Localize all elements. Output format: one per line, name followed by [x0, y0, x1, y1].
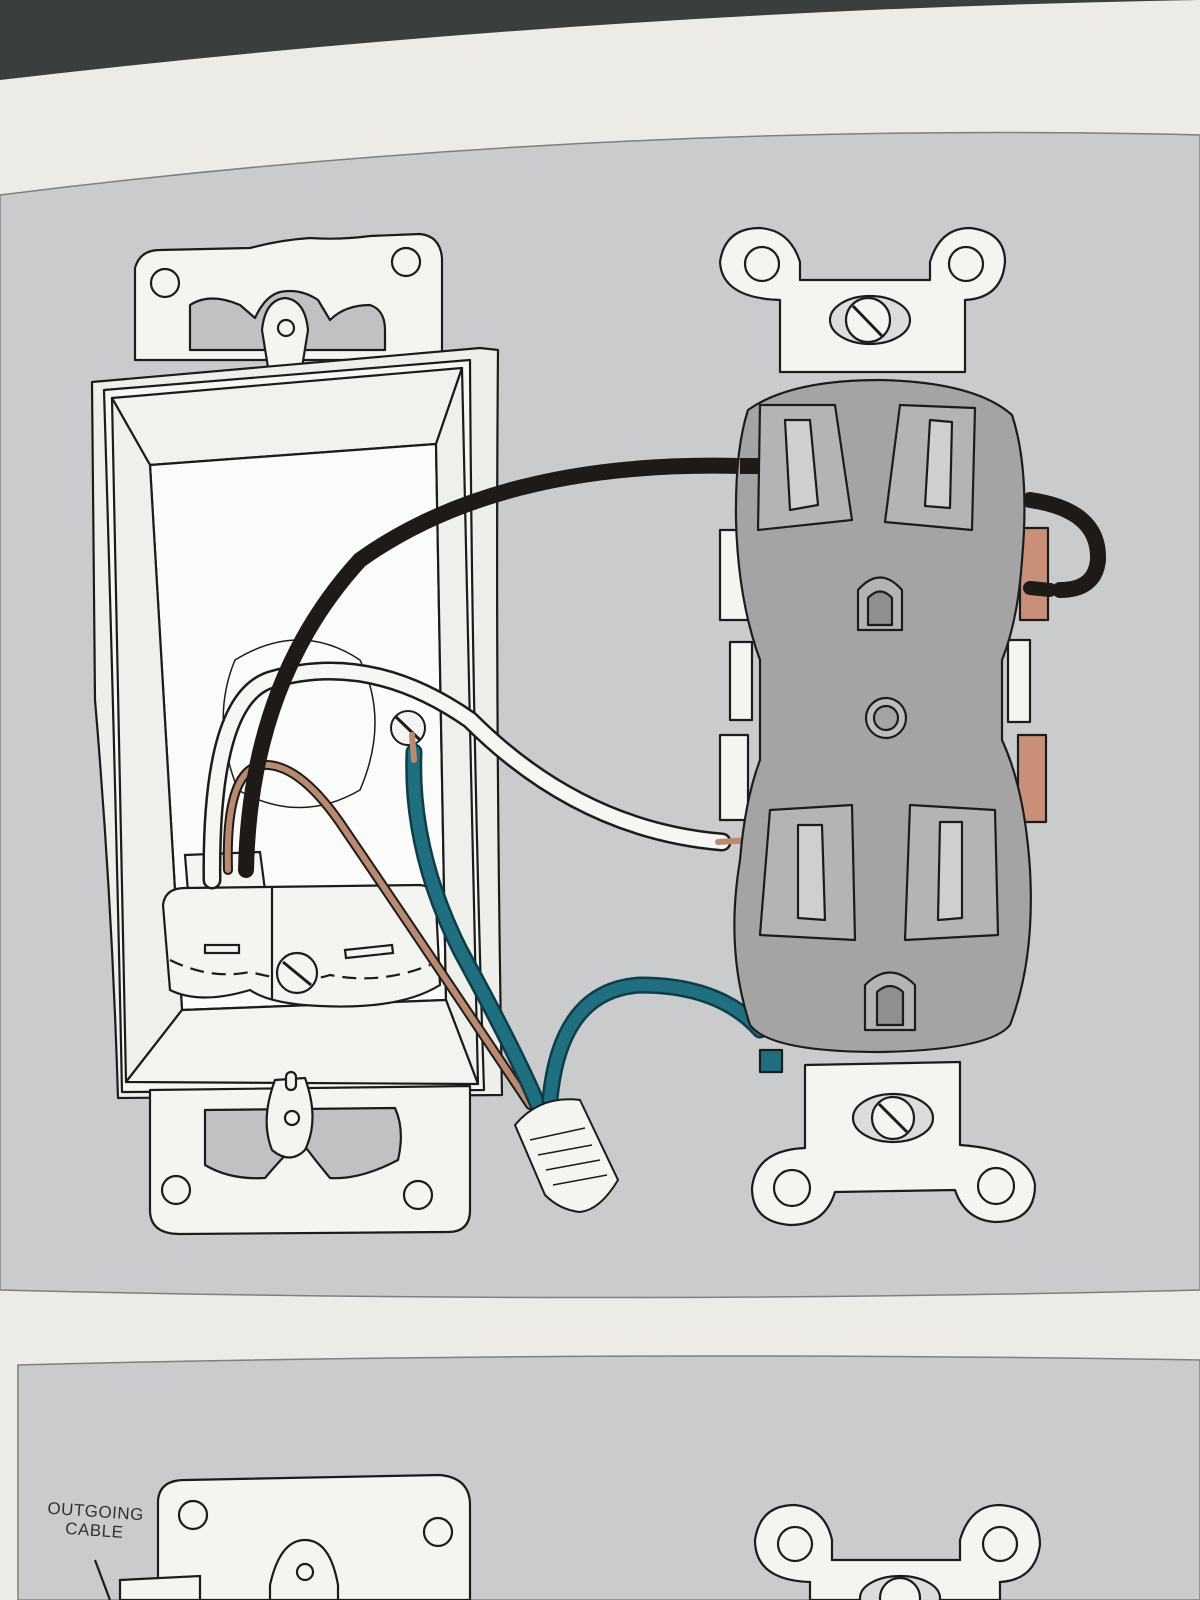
hot-wire-end — [1023, 581, 1057, 597]
screw-icon — [390, 710, 426, 746]
wire-connector-icon — [513, 1098, 620, 1214]
bottom-diagram-partial — [93, 1473, 1042, 1600]
receptacle — [718, 226, 1050, 1227]
ground-pigtail-wire — [405, 732, 769, 1119]
bare-ground-wire — [222, 759, 535, 1110]
electrical-box — [90, 232, 504, 1236]
hot-wire — [238, 457, 1107, 878]
